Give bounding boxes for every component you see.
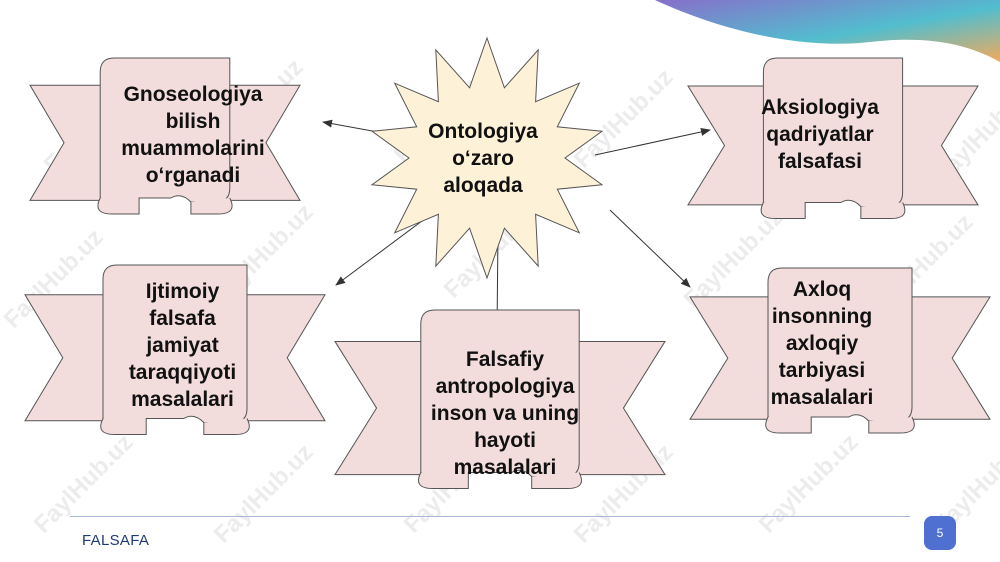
- node-line: falsafa: [149, 306, 216, 330]
- edge-ontologiya-axloq: [609, 209, 691, 288]
- node-line: tarbiyasi: [778, 358, 866, 382]
- node-text-aksiologiya: Aksiologiya qadriyatlar falsafasi: [740, 84, 900, 184]
- star-ontologiya: [370, 36, 604, 280]
- node-line: insonning: [771, 304, 873, 328]
- footer-label: FALSAFA: [82, 532, 150, 549]
- node-line: falsafasi: [777, 149, 863, 173]
- footer-divider: [70, 516, 910, 517]
- page-number-badge: 5: [924, 516, 956, 550]
- node-line: Gnoseologiya: [123, 83, 263, 106]
- node-text-axloq: Axloq insonning axloqiy tarbiyasi masalalari: [748, 268, 896, 418]
- banner-ijtimoiy: [24, 264, 326, 435]
- node-line: o‘zaro: [452, 146, 514, 170]
- banner-antropologiya: [334, 309, 666, 489]
- banner-aksiologiya: [687, 57, 979, 219]
- edge-ontologiya-ijtimoiy: [335, 214, 431, 286]
- node-line: antropologiya: [435, 375, 575, 398]
- node-line: Falsafiy: [465, 348, 545, 371]
- node-line: Ontologiya: [428, 119, 538, 143]
- node-line: masalalari: [770, 385, 874, 409]
- node-text-ontologiya: Ontologiya o‘zaro aloqada: [398, 108, 568, 208]
- node-line: qadriyatlar: [766, 122, 874, 146]
- node-line: Ijtimoiy: [145, 279, 220, 303]
- node-text-antropologiya: Falsafiy antropologiya inson va uning hayot…: [410, 336, 600, 491]
- node-text-ijtimoiy: Ijtimoiy falsafa jamiyat taraqqiyoti masalal…: [105, 270, 260, 420]
- node-line: muammolarini: [121, 137, 265, 160]
- banner-gnoseologiya: [29, 57, 301, 215]
- edge-ontologiya-aksiologiya: [594, 128, 711, 156]
- banner-axloq: [689, 267, 991, 434]
- node-line: aloqada: [443, 173, 523, 197]
- node-line: Axloq: [792, 277, 852, 301]
- node-line: masalalari: [131, 387, 234, 411]
- node-line: Aksiologiya: [761, 95, 879, 119]
- node-line: masalalari: [453, 456, 557, 479]
- node-text-gnoseologiya: Gnoseologiya bilish muammolarini o‘rganadi: [108, 70, 278, 200]
- node-line: inson va uning: [430, 402, 580, 425]
- node-line: hayoti: [474, 429, 536, 452]
- node-line: bilish: [165, 110, 221, 133]
- node-line: axloqiy: [785, 331, 859, 355]
- node-line: taraqqiyoti: [128, 360, 237, 384]
- node-line: o‘rganadi: [145, 164, 241, 187]
- node-line: jamiyat: [146, 333, 219, 357]
